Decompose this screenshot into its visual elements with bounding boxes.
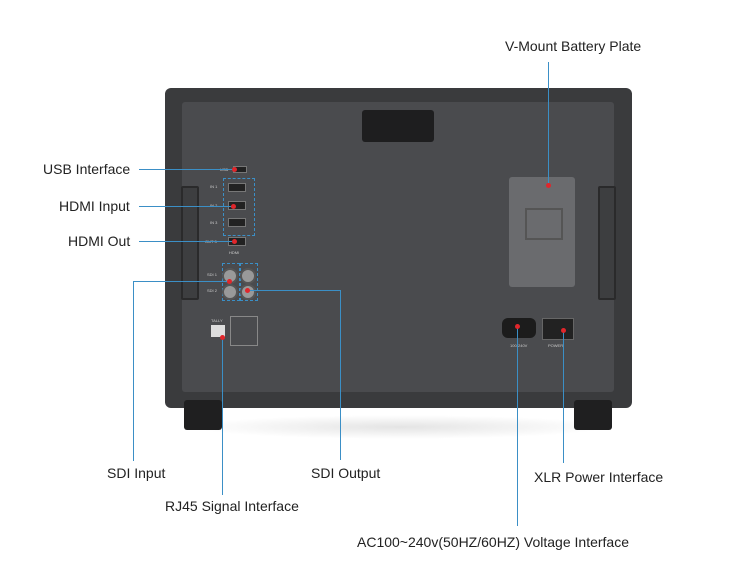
vmount-callout-line [548, 62, 549, 186]
vmount-marker [546, 183, 551, 188]
hdmi-in2-port [228, 201, 246, 210]
sdi-in-callout-h [133, 281, 229, 282]
xlr-power-port [542, 318, 574, 340]
usb-callout-line [139, 169, 234, 170]
hdmi-in1-port [228, 183, 246, 192]
usb-interface-label: USB Interface [43, 161, 131, 177]
sdi-out-group [240, 263, 258, 301]
usb-marker [232, 167, 237, 172]
sdi-out-callout-v [340, 290, 341, 460]
vmount-label: V-Mount Battery Plate [505, 38, 642, 54]
vmount-slot [525, 208, 563, 240]
hdmi-in-marker [231, 204, 236, 209]
rj45-port [211, 325, 225, 337]
tally-pin-table [230, 316, 258, 346]
carry-handle [362, 110, 434, 142]
hdmi-in-callout-line [139, 206, 233, 207]
sdi-in-callout-v [133, 281, 134, 461]
xlr-callout-line [563, 330, 564, 463]
hdmi-out-callout-line [139, 241, 234, 242]
sdi-in2-connector [222, 284, 238, 300]
hdmi-in1-label: IN 1 [210, 184, 218, 189]
left-foot [184, 400, 222, 430]
power-label: POWER [548, 343, 564, 348]
ac-label: 100-240V [510, 343, 528, 348]
xlr-marker [561, 328, 566, 333]
rj45-signal-label: RJ45 Signal Interface [165, 498, 299, 514]
tally-label: TALLY [211, 318, 223, 323]
sdi-out-marker [245, 288, 250, 293]
rj45-marker [220, 335, 225, 340]
hdmi-in2-label: IN 2 [210, 203, 217, 208]
sdi-out1-connector [240, 268, 256, 284]
right-foot [574, 400, 612, 430]
rj45-callout-line [222, 337, 223, 495]
sdi-input-label: SDI Input [107, 465, 166, 481]
hdmi-out-marker [232, 239, 237, 244]
sdi-in-marker [227, 279, 232, 284]
hdmi-in3-port [228, 218, 246, 227]
sdi-out-callout-h [247, 290, 341, 291]
right-grip [598, 186, 616, 300]
sdi2-label: SDI 2 [207, 288, 218, 293]
xlr-power-label: XLR Power Interface [534, 469, 664, 485]
hdmi-out-label-callout: HDMI Out [68, 233, 131, 249]
hdmi-input-group [223, 178, 255, 236]
left-grip [181, 186, 199, 300]
ac-callout-line [517, 326, 518, 526]
sdi1-label: SDI 1 [207, 272, 218, 277]
hdmi-input-label: HDMI Input [59, 198, 130, 214]
sdi-output-label: SDI Output [311, 465, 381, 481]
hdmi-label: HDMI [229, 250, 240, 255]
vmount-battery-plate [509, 177, 575, 287]
sdi-in-group [222, 263, 240, 301]
ac-voltage-label: AC100~240v(50HZ/60HZ) Voltage Interface [357, 534, 629, 550]
floor-shadow [190, 415, 610, 439]
hdmi-in3-label: IN 3 [210, 220, 218, 225]
ac-marker [515, 324, 520, 329]
